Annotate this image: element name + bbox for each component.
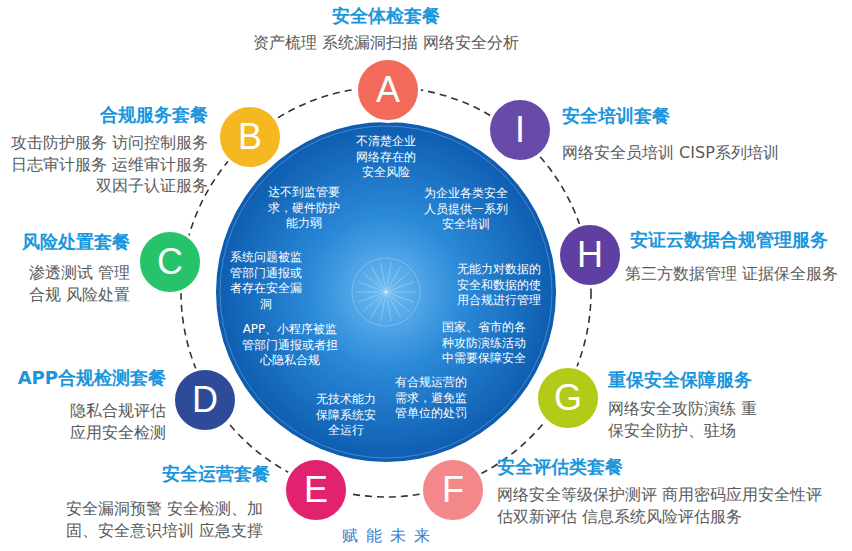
- badge-letter: E: [283, 472, 349, 508]
- package-badge: B合规服务套餐攻击防护服务 访问控制服务 日志审计服务 运维审计服务 双因子认证…: [217, 104, 283, 170]
- package-title: 安全体检套餐: [236, 4, 536, 27]
- package-badge: C风险处置套餐渗透测试 管理 合规 风险处置: [137, 229, 203, 295]
- hub-ring: [352, 258, 420, 326]
- package-badge: DAPP合规检测套餐隐私合规评估 应用安全检测: [172, 367, 238, 433]
- package-title: 合规服务套餐: [58, 103, 208, 126]
- hub-ray: [363, 292, 386, 311]
- package-title: 安全评估类套餐: [497, 455, 697, 478]
- package-description: 网络安全攻防演练 重保安全防护、驻场: [608, 398, 766, 441]
- problem-text: 国家、省市的各种攻防演练活动中需要保障安全: [440, 320, 528, 367]
- slogan: 赋能未来: [300, 526, 480, 547]
- problem-text: 不清楚企业网络存在的安全风险: [352, 134, 420, 181]
- package-badge: E安全运营套餐安全漏洞预警 安全检测、加固、安全意识培训 应急支撑: [283, 457, 349, 523]
- hub-ray: [386, 292, 414, 302]
- badge-letter: G: [535, 380, 601, 416]
- hub-ray: [358, 292, 386, 302]
- badge-letter: B: [217, 119, 283, 155]
- package-title: 风险处置套餐: [2, 230, 130, 253]
- package-description: 渗透测试 管理 合规 风险处置: [22, 262, 130, 305]
- problem-circle: 不清楚企业网络存在的安全风险达不到监管要求，硬件防护能力弱系统问题被监管部门通报…: [216, 122, 556, 462]
- package-description: 网络安全员培训 CISP系列培训: [562, 142, 802, 164]
- hub-ray: [386, 292, 391, 322]
- package-description: 资产梳理 系统漏洞扫描 网络安全分析: [216, 32, 556, 54]
- package-badge: F安全评估类套餐网络安全等级保护测评 商用密码应用安全性评估双新评估 信息系统风…: [420, 457, 486, 523]
- package-title: APP合规检测套餐: [4, 366, 166, 389]
- package-title: 安证云数据合规管理服务: [630, 228, 846, 251]
- dashed-ring: [181, 87, 591, 497]
- hub-ray: [386, 273, 409, 292]
- package-badge: H安证云数据合规管理服务第三方数据管理 证据保全服务: [557, 222, 623, 288]
- package-title: 重保安全保障服务: [608, 368, 808, 391]
- hub-ray: [358, 282, 386, 292]
- circle-fill: [216, 122, 556, 462]
- badge-letter: C: [137, 244, 203, 280]
- badge-letter: A: [355, 72, 421, 108]
- package-badge: I安全培训套餐网络安全员培训 CISP系列培训: [487, 97, 553, 163]
- hub-ray: [381, 262, 386, 292]
- badge-letter: I: [487, 112, 553, 148]
- hub-ray: [371, 292, 386, 318]
- hub-ray: [386, 292, 409, 311]
- problem-text: 系统问题被监管部门通报或者存在安全漏洞: [228, 250, 304, 312]
- hub-ray: [386, 292, 416, 293]
- package-description: 攻击防护服务 访问控制服务 日志审计服务 运维审计服务 双因子认证服务: [3, 132, 208, 197]
- hub: [352, 258, 420, 326]
- hub-ray: [386, 266, 401, 292]
- hub-ray: [363, 273, 386, 292]
- package-description: 安全漏洞预警 安全检测、加固、安全意识培训 应急支撑: [66, 498, 274, 541]
- package-description: 第三方数据管理 证据保全服务: [625, 263, 847, 285]
- problem-text: 无技术能力保障系统安全运行: [314, 392, 378, 439]
- package-title: 安全培训套餐: [562, 104, 762, 127]
- package-description: 隐私合规评估 应用安全检测: [60, 400, 166, 443]
- problem-text: 有合规运营的需求，避免监管单位的处罚: [392, 375, 470, 422]
- problem-text: 为企业各类安全人员提供一系列安全培训: [422, 186, 510, 233]
- badge-letter: H: [557, 237, 623, 273]
- problem-text: APP、小程序被监管部门通报或者担心隐私合规: [240, 322, 340, 369]
- badge-letter: D: [172, 382, 238, 418]
- package-title: 安全运营套餐: [120, 462, 270, 485]
- inner-rim: [220, 126, 552, 458]
- package-badge: G重保安全保障服务网络安全攻防演练 重保安全防护、驻场: [535, 365, 601, 431]
- problem-text: 无能力对数据的安全和数据的使用合规进行管理: [455, 262, 543, 309]
- package-description: 网络安全等级保护测评 商用密码应用安全性评估双新评估 信息系统风险评估服务: [497, 484, 831, 527]
- hub-ray: [356, 292, 386, 293]
- hub-ray: [386, 282, 414, 292]
- problem-text: 达不到监管要求，硬件防护能力弱: [266, 185, 342, 232]
- package-badge: A安全体检套餐资产梳理 系统漏洞扫描 网络安全分析: [355, 57, 421, 123]
- badge-letter: F: [420, 472, 486, 508]
